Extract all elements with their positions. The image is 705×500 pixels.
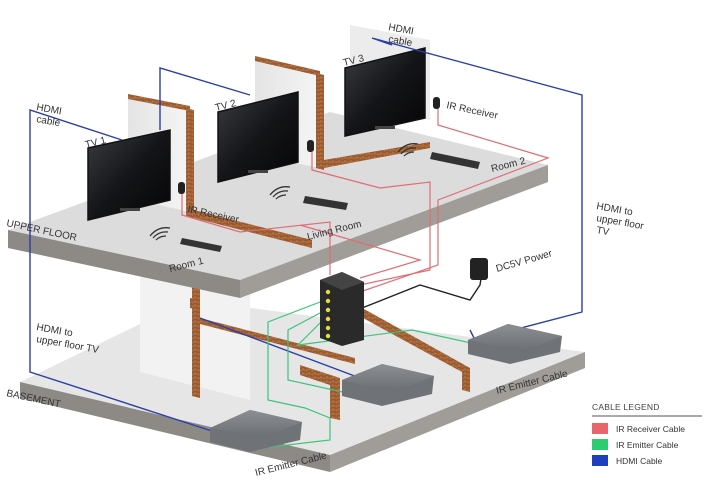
remote-room-2	[430, 152, 480, 169]
ir-signal-icon-3	[397, 143, 419, 157]
upper-floor	[8, 112, 548, 298]
ir-receiver-2	[307, 140, 314, 152]
tv-2-label: TV 2	[214, 98, 238, 114]
hdmi-cable-label-1b: cable	[35, 114, 61, 129]
dc-power-adapter	[470, 258, 488, 280]
hdmi-upper-right-label-c: TV	[595, 225, 610, 238]
source-box-1	[210, 410, 302, 452]
hdmi-cable-label-3b: cable	[387, 34, 413, 49]
power-cable	[361, 271, 483, 309]
dc-power-label: DC5V Power	[495, 248, 554, 275]
legend-label: HDMI Cable	[616, 455, 663, 466]
ir-receiver-label-3: IR Receiver	[445, 100, 499, 122]
ir-signal-icon-1	[149, 227, 171, 241]
tv-1	[87, 129, 171, 221]
source-box-3	[468, 324, 562, 364]
ir-receiver-cables	[181, 109, 550, 293]
ir-receiver-1	[178, 182, 185, 194]
legend-item-hdmi: HDMI Cable	[592, 455, 702, 466]
cable-legend: CABLE LEGEND IR Receiver Cable IR Emitte…	[592, 402, 702, 471]
remote-room-1	[180, 238, 222, 252]
legend-label: IR Receiver Cable	[616, 423, 685, 434]
ir-distribution-hub	[320, 272, 364, 346]
ir-receiver-swatch	[592, 423, 608, 434]
ir-emitter-swatch	[592, 439, 608, 450]
tv-3	[344, 47, 426, 137]
legend-title: CABLE LEGEND	[592, 402, 702, 417]
remote-living-room	[303, 196, 348, 210]
basement-brick-wall	[192, 286, 470, 420]
legend-label: IR Emitter Cable	[616, 439, 679, 450]
hdmi-cable-label-3a: HDMI	[387, 22, 414, 37]
tv-1-label: TV 1	[84, 135, 108, 151]
ir-signal-icon-2	[269, 186, 291, 200]
hdmi-cable-label-1a: HDMI	[35, 102, 62, 117]
ir-receiver-3	[433, 97, 440, 109]
tv-2	[217, 91, 299, 183]
legend-item-ir-receiver: IR Receiver Cable	[592, 423, 702, 434]
hdmi-swatch	[592, 455, 608, 466]
tv-3-label: TV 3	[342, 53, 366, 69]
legend-item-ir-emitter: IR Emitter Cable	[592, 439, 702, 450]
source-box-2	[342, 364, 434, 406]
